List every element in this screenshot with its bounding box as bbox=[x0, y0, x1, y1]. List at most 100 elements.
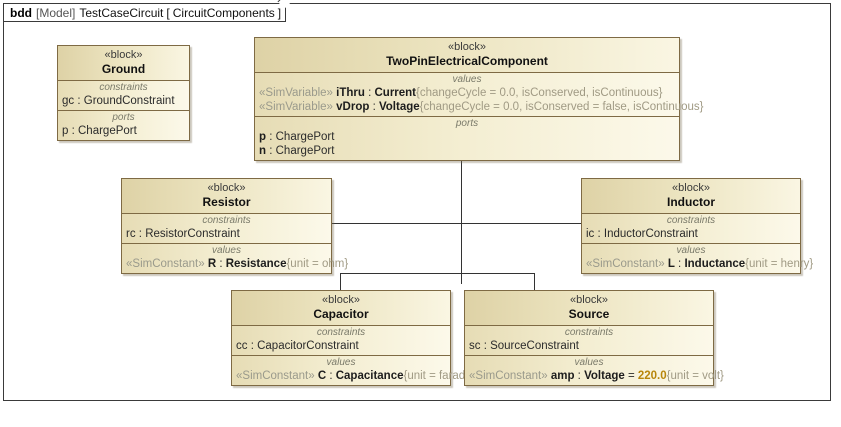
generalization-bus-lower bbox=[340, 273, 534, 274]
block-ground-header: «block» Ground bbox=[58, 46, 189, 80]
block-ground-ports-compartment: ports p : ChargePort bbox=[58, 110, 189, 140]
value-ithru-type: Current bbox=[374, 87, 417, 99]
bracket-close: ] bbox=[277, 5, 282, 20]
value-property-ithru[interactable]: «SimVariable» iThru : Current{changeCycl… bbox=[255, 86, 679, 100]
generalization-drop-capacitor bbox=[340, 273, 341, 290]
block-inductor-values-compartment: values «SimConstant» L : Inductance{unit… bbox=[582, 243, 813, 273]
constraint-gc-name: gc bbox=[62, 95, 75, 107]
constraint-sc-sep: : bbox=[480, 340, 491, 352]
compartment-label-values: values bbox=[574, 357, 604, 368]
value-ithru-name: iThru bbox=[336, 87, 365, 99]
port-n-type: ChargePort bbox=[275, 145, 335, 157]
block-ground-stereotype: «block» bbox=[104, 49, 143, 61]
block-source-name: Source bbox=[568, 307, 610, 321]
compartment-label-values: values bbox=[452, 74, 482, 85]
port-p-type: ChargePort bbox=[275, 131, 335, 143]
value-amp-constraint: {unit = volt} bbox=[666, 370, 724, 382]
constraint-property-ic[interactable]: ic : InductorConstraint bbox=[582, 227, 800, 241]
block-capacitor-header: «block» Capacitor bbox=[232, 291, 450, 325]
value-amp-type: Voltage bbox=[584, 370, 625, 382]
value-property-c[interactable]: «SimConstant» C : Capacitance{unit = far… bbox=[232, 369, 469, 383]
compartment-label-constraints: constraints bbox=[99, 82, 148, 93]
constraint-property-rc[interactable]: rc : ResistorConstraint bbox=[122, 227, 331, 241]
value-r-stereotype: «SimConstant» bbox=[126, 258, 205, 270]
constraint-ic-sep: : bbox=[594, 228, 604, 240]
value-amp-sep: : bbox=[574, 370, 585, 382]
compartment-label-ports: ports bbox=[112, 112, 135, 123]
generalization-branch-inductor bbox=[461, 223, 581, 224]
block-resistor-name: Resistor bbox=[202, 195, 251, 209]
compartment-label-constraints: constraints bbox=[316, 327, 366, 338]
constraint-sc-name: sc bbox=[469, 340, 481, 352]
value-ithru-stereotype: «SimVariable» bbox=[259, 87, 333, 99]
constraint-cc-sep: : bbox=[247, 340, 258, 352]
compartment-label-values: values bbox=[326, 357, 356, 368]
block-source-header: «block» Source bbox=[465, 291, 713, 325]
block-twopin-ports-compartment: ports p : ChargePort n : ChargePort bbox=[255, 116, 679, 160]
generalization-stem-vertical bbox=[461, 159, 462, 284]
block-twopin-name: TwoPinElectricalComponent bbox=[386, 54, 548, 68]
port-p-name: p bbox=[259, 131, 267, 143]
diagram-frame-header-tab[interactable]: bdd [Model] TestCaseCircuit [ CircuitCom… bbox=[4, 0, 292, 22]
block-inductor[interactable]: «block» Inductor constraints ic : Induct… bbox=[581, 178, 813, 274]
compartment-label-constraints: constraints bbox=[202, 215, 251, 226]
value-l-name: L bbox=[667, 258, 675, 270]
compartment-label-values: values bbox=[676, 245, 706, 256]
port-p-name: p bbox=[62, 125, 69, 137]
diagram-model-name: TestCaseCircuit bbox=[79, 5, 164, 20]
block-twopin-stereotype: «block» bbox=[448, 41, 486, 53]
constraint-rc-type: ResistorConstraint bbox=[145, 228, 240, 240]
constraint-rc-sep: : bbox=[135, 228, 146, 240]
diagram-kind-label: bdd bbox=[10, 5, 32, 20]
value-vdrop-name: vDrop bbox=[336, 101, 370, 113]
value-c-constraint: {unit = farad} bbox=[403, 370, 470, 382]
value-c-type: Capacitance bbox=[335, 370, 404, 382]
constraint-gc-type: GroundConstraint bbox=[83, 95, 175, 107]
constraint-cc-name: cc bbox=[236, 340, 248, 352]
compartment-label-constraints: constraints bbox=[564, 327, 614, 338]
constraint-property-gc[interactable]: gc : GroundConstraint bbox=[58, 94, 189, 108]
value-property-vdrop[interactable]: «SimVariable» vDrop : Voltage{changeCycl… bbox=[255, 100, 704, 114]
block-inductor-constraints-compartment: constraints ic : InductorConstraint bbox=[582, 213, 800, 243]
constraint-property-cc[interactable]: cc : CapacitorConstraint bbox=[232, 339, 450, 353]
generalization-drop-source bbox=[534, 273, 535, 290]
value-property-l[interactable]: «SimConstant» L : Inductance{unit = henr… bbox=[582, 257, 813, 271]
diagram-name: CircuitComponents bbox=[172, 5, 275, 20]
bracket-open: [ bbox=[166, 5, 170, 20]
block-resistor[interactable]: «block» Resistor constraints rc : Resist… bbox=[121, 178, 348, 274]
block-resistor-values-compartment: values «SimConstant» R : Resistance{unit… bbox=[122, 243, 348, 273]
value-property-r[interactable]: «SimConstant» R : Resistance{unit = ohm} bbox=[122, 257, 348, 271]
value-r-constraint: {unit = ohm} bbox=[286, 258, 349, 270]
value-vdrop-type: Voltage bbox=[378, 101, 420, 113]
constraint-gc-sep: : bbox=[74, 95, 84, 107]
constraint-sc-type: SourceConstraint bbox=[490, 340, 579, 352]
constraint-rc-name: rc bbox=[126, 228, 136, 240]
value-property-amp[interactable]: «SimConstant» amp : Voltage = 220.0{unit… bbox=[465, 369, 724, 383]
block-source[interactable]: «block» Source constraints sc : SourceCo… bbox=[464, 290, 724, 386]
value-vdrop-sep: : bbox=[369, 101, 379, 113]
value-c-name: C bbox=[317, 370, 327, 382]
block-inductor-stereotype: «block» bbox=[672, 182, 710, 194]
generalization-branch-resistor bbox=[332, 223, 461, 224]
port-n-sep: : bbox=[266, 145, 276, 157]
block-capacitor-name: Capacitor bbox=[313, 307, 369, 321]
block-capacitor-stereotype: «block» bbox=[322, 294, 360, 306]
block-twopinelectricalcomponent[interactable]: «block» TwoPinElectricalComponent values… bbox=[254, 37, 704, 161]
block-twopin-header: «block» TwoPinElectricalComponent bbox=[255, 38, 679, 72]
port-property-n[interactable]: n : ChargePort bbox=[255, 144, 679, 158]
block-capacitor[interactable]: «block» Capacitor constraints cc : Capac… bbox=[231, 290, 469, 386]
block-ground[interactable]: «block» Ground constraints gc : GroundCo… bbox=[57, 45, 190, 141]
port-p-sep: : bbox=[266, 131, 276, 143]
constraint-property-sc[interactable]: sc : SourceConstraint bbox=[465, 339, 713, 353]
value-l-sep: : bbox=[674, 258, 685, 270]
port-property-p[interactable]: p : ChargePort bbox=[58, 124, 189, 138]
value-l-stereotype: «SimConstant» bbox=[586, 258, 665, 270]
constraint-ic-type: InductorConstraint bbox=[603, 228, 698, 240]
value-c-sep: : bbox=[326, 370, 336, 382]
compartment-label-ports: ports bbox=[455, 118, 479, 129]
value-ithru-constraint: {changeCycle = 0.0, isConserved, isConti… bbox=[416, 87, 663, 99]
block-resistor-constraints-compartment: constraints rc : ResistorConstraint bbox=[122, 213, 331, 243]
port-property-p[interactable]: p : ChargePort bbox=[255, 130, 679, 144]
value-amp-assign: = bbox=[624, 370, 638, 382]
block-inductor-name: Inductor bbox=[667, 195, 715, 209]
